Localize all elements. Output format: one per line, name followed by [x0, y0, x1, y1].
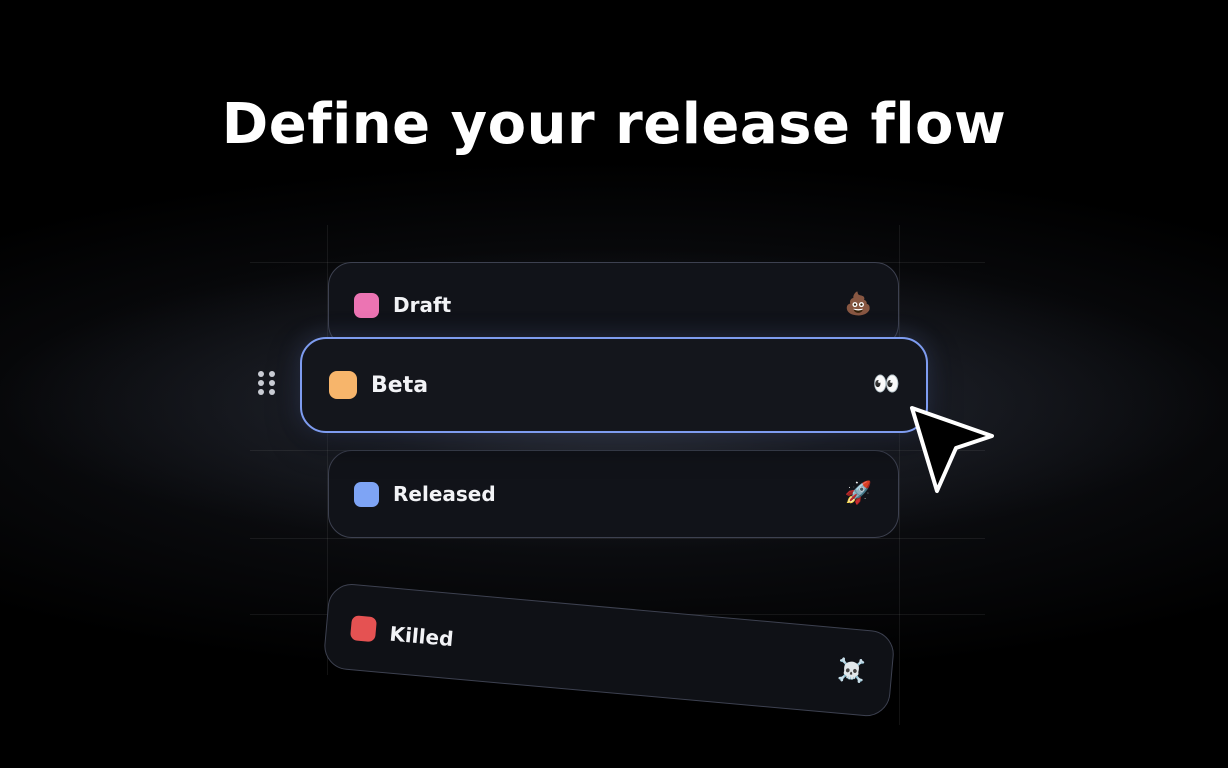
status-label: Released [393, 482, 496, 506]
handle-dot [269, 380, 275, 386]
status-color-swatch [354, 292, 379, 318]
handle-dot [258, 380, 264, 386]
eyes-emoji-icon: 👀 [872, 372, 900, 397]
status-card-beta[interactable]: Beta 👀 [300, 337, 928, 433]
handle-dot [269, 371, 275, 377]
page-title: Define your release flow [221, 92, 1007, 157]
guide-line [899, 225, 900, 725]
status-color-swatch [354, 481, 379, 507]
drag-handle-icon[interactable] [258, 371, 275, 399]
handle-dot [258, 389, 264, 395]
status-color-swatch [329, 371, 357, 399]
skull-crossbones-emoji-icon: ☠️ [836, 657, 867, 685]
arrow-cursor-icon [910, 406, 994, 493]
poop-emoji-icon: 💩 [844, 292, 872, 317]
status-card-draft[interactable]: Draft 💩 [328, 262, 899, 348]
status-color-swatch [349, 614, 378, 642]
rocket-emoji-icon: 🚀 [844, 481, 872, 506]
guide-line [250, 538, 985, 539]
status-label: Killed [388, 621, 455, 652]
guide-line [327, 225, 328, 675]
status-label: Draft [393, 293, 452, 317]
status-card-released[interactable]: Released 🚀 [328, 450, 899, 538]
handle-dot [258, 371, 264, 377]
handle-dot [269, 389, 275, 395]
status-label: Beta [371, 372, 429, 398]
status-card-killed[interactable]: Killed ☠️ [322, 582, 896, 719]
